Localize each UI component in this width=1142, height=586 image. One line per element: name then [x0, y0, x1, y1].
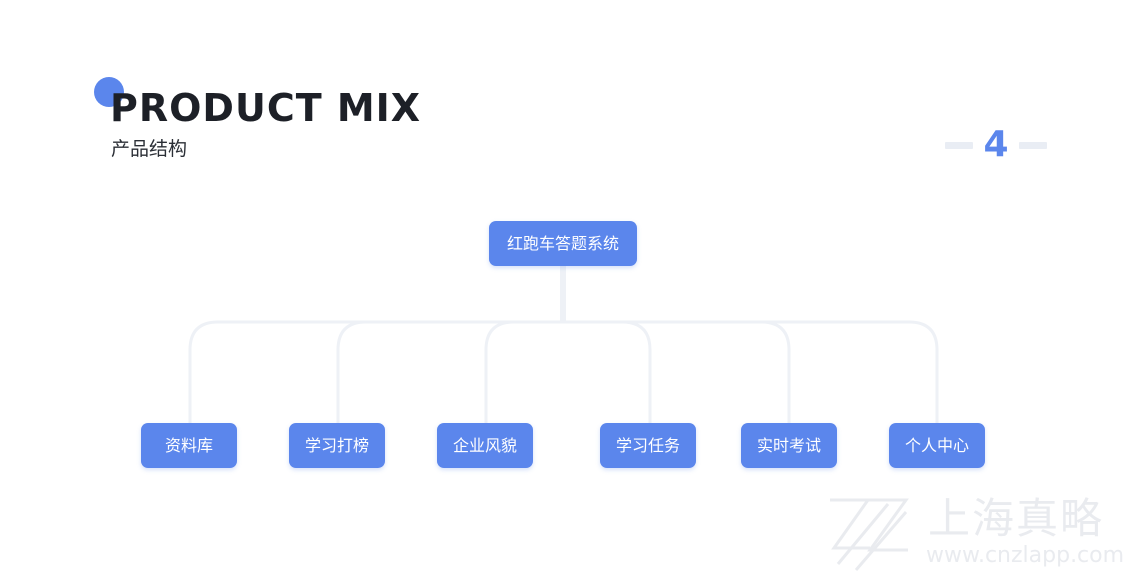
child-node-2: 学习打榜 [289, 423, 385, 468]
page-indicator-right-line [1019, 142, 1047, 149]
watermark: 上海真略 www.cnzlapp.com [826, 494, 1126, 574]
accent-dot [94, 77, 124, 107]
page-number: 4 [983, 124, 1009, 165]
page-indicator-left-line [945, 142, 973, 149]
connector-branch-4 [563, 320, 652, 423]
child-node-6: 个人中心 [889, 423, 985, 468]
connector-branch-1 [188, 320, 563, 423]
connector-branch-5 [563, 320, 791, 423]
child-node-1: 资料库 [141, 423, 237, 468]
page-subtitle: 产品结构 [111, 138, 188, 160]
root-node: 红跑车答题系统 [489, 221, 637, 266]
watermark-name: 上海真略 [928, 494, 1105, 543]
connector-branch-6 [563, 320, 939, 423]
watermark-url: www.cnzlapp.com [926, 543, 1125, 568]
connector-branch-2 [336, 320, 563, 423]
watermark-logo-icon [830, 498, 909, 571]
page-indicator: 4 [945, 124, 1047, 166]
page-title: PRODUCT MIX [110, 86, 422, 130]
child-node-5: 实时考试 [741, 423, 837, 468]
child-node-3: 企业风貌 [437, 423, 533, 468]
child-node-4: 学习任务 [600, 423, 696, 468]
connector-branch-3 [484, 320, 563, 423]
